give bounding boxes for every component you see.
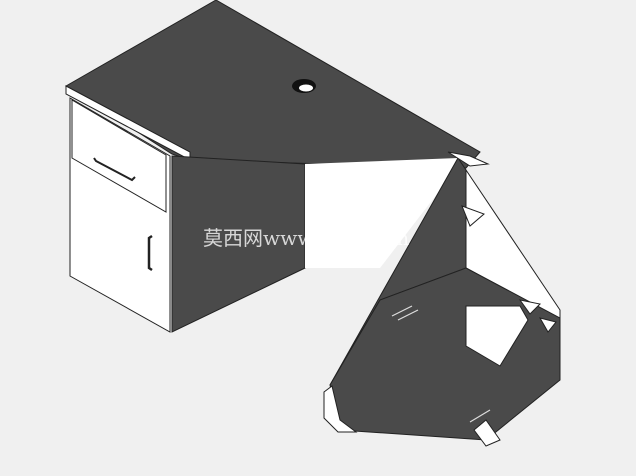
cable-grommet-icon <box>292 79 316 93</box>
frame-slits <box>391 305 491 423</box>
modesty-panel <box>305 158 458 268</box>
door-handle-icon <box>147 234 153 272</box>
right-foot <box>473 419 501 447</box>
drawer-front <box>71 99 167 213</box>
drawer-handle-icon <box>93 157 136 182</box>
left-foot <box>323 385 358 433</box>
frame-opening <box>465 305 529 367</box>
edge-detail <box>447 151 557 333</box>
pedestal-side <box>171 155 306 333</box>
desktop-surface <box>65 0 481 169</box>
